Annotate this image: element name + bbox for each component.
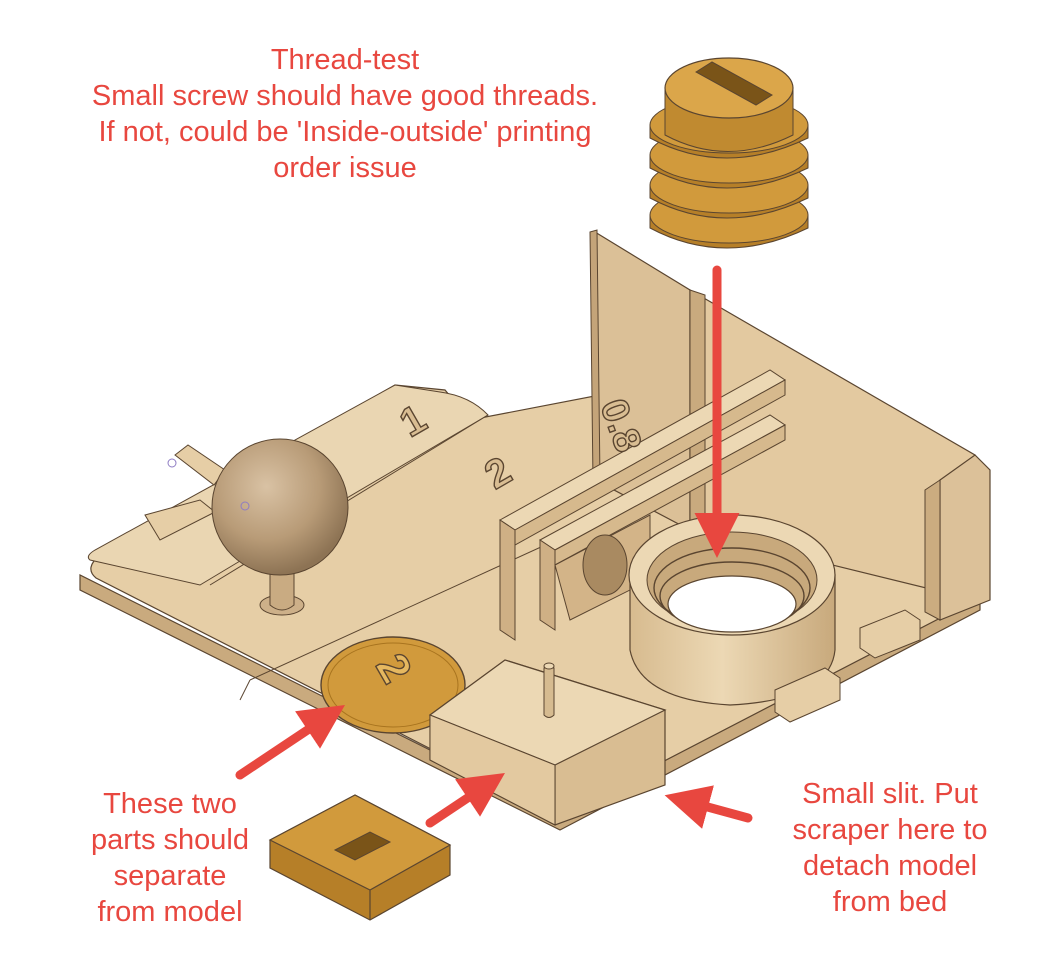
threaded-hole <box>628 514 836 706</box>
thread-test-annotation: Thread-test Small screw should have good… <box>55 42 635 186</box>
thread-test-line-3: If not, could be 'Inside-outside' printi… <box>98 116 592 148</box>
separate-parts-line-2: parts should <box>91 824 249 856</box>
loose-square-part <box>268 794 452 921</box>
small-slit-annotation: Small slit. Put scraper here to detach m… <box>770 776 1010 920</box>
small-slit-line-3: detach model <box>802 850 978 882</box>
separate-parts-line-3: separate <box>113 860 227 892</box>
separate-parts-line-4: from model <box>97 896 243 928</box>
arrow-disc-icon <box>235 705 345 780</box>
thread-test-screw <box>649 57 809 249</box>
small-slit-line-1: Small slit. Put <box>802 778 978 810</box>
ball-knob <box>144 438 349 616</box>
separate-parts-line-1: These two <box>103 788 237 820</box>
annotation-arrows <box>235 265 753 829</box>
thread-test-line-1: Thread-test <box>270 44 420 76</box>
small-slit-line-4: from bed <box>832 886 948 918</box>
small-slit-line-2: scraper here to <box>792 814 988 846</box>
arrow-slit-icon <box>664 785 753 829</box>
arrow-block-icon <box>425 773 505 828</box>
separate-parts-annotation: These two parts should separate from mod… <box>70 786 270 930</box>
breakaway-disc: 2 <box>320 636 466 734</box>
side-tabs <box>774 609 921 723</box>
thread-test-line-2: Small screw should have good threads. <box>91 80 599 112</box>
thread-test-line-4: order issue <box>273 152 417 184</box>
